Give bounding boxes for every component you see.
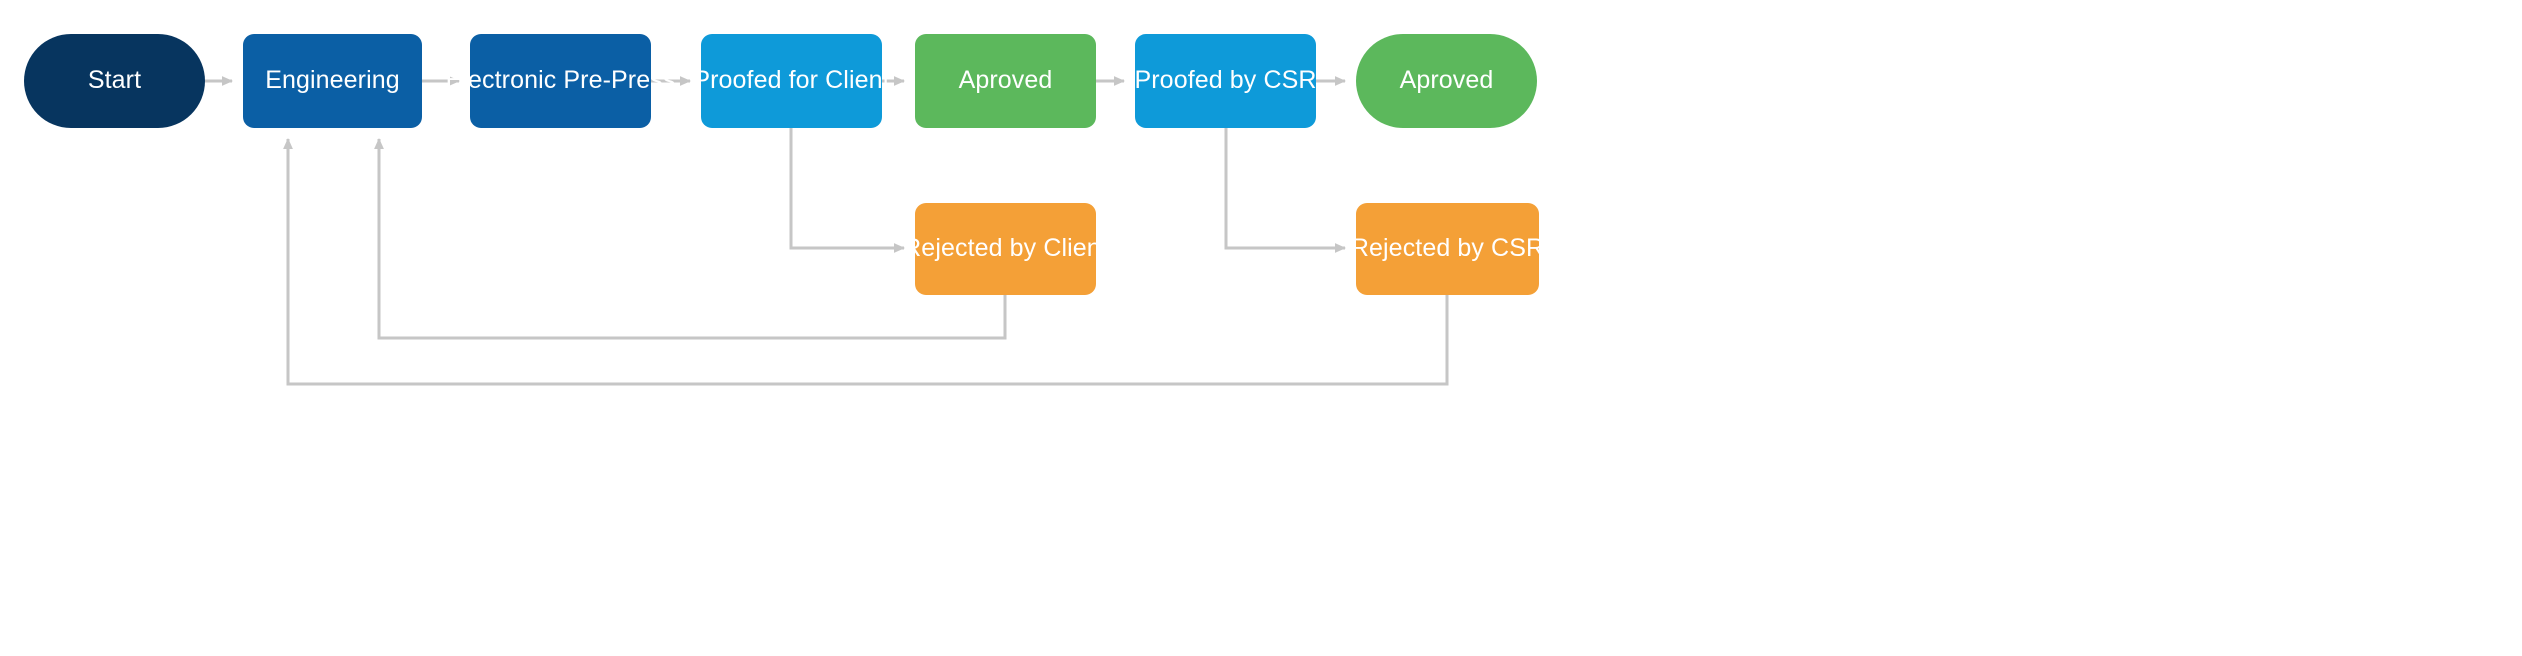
node-proofed-by-csr[interactable]: Proofed by CSR — [1134, 34, 1317, 128]
node-approved-client-label: Aproved — [958, 66, 1053, 95]
node-start-label: Start — [87, 66, 142, 95]
node-start[interactable]: Start — [24, 34, 205, 128]
edge-proofed-for-client-to-rejected-by-client — [789, 128, 905, 253]
node-rejected-by-csr[interactable]: Rejected by CSR — [1351, 203, 1544, 295]
node-proofed-by-csr-label: Proofed by CSR — [1134, 66, 1317, 95]
node-proofed-for-client[interactable]: Proofed for Client — [693, 34, 890, 128]
edge-rejected-by-csr-to-engineering — [283, 138, 1449, 386]
node-rejected-by-client[interactable]: Rejected by Client — [903, 203, 1108, 295]
edge-proofed-by-csr-to-rejected-by-csr — [1224, 128, 1346, 253]
node-proofed-for-client-label: Proofed for Client — [693, 66, 890, 95]
node-electronic-pre-press[interactable]: Electronic Pre-Press — [446, 34, 675, 128]
node-engineering-label: Engineering — [265, 66, 400, 95]
node-approved-csr-label: Aproved — [1399, 66, 1494, 95]
node-rejected-by-csr-label: Rejected by CSR — [1350, 234, 1545, 263]
node-electronic-pre-press-label: Electronic Pre-Press — [445, 66, 676, 95]
node-engineering[interactable]: Engineering — [243, 34, 422, 128]
node-rejected-by-client-label: Rejected by Client — [903, 234, 1108, 263]
node-approved-csr[interactable]: Aproved — [1356, 34, 1537, 128]
node-approved-client[interactable]: Aproved — [915, 34, 1096, 128]
